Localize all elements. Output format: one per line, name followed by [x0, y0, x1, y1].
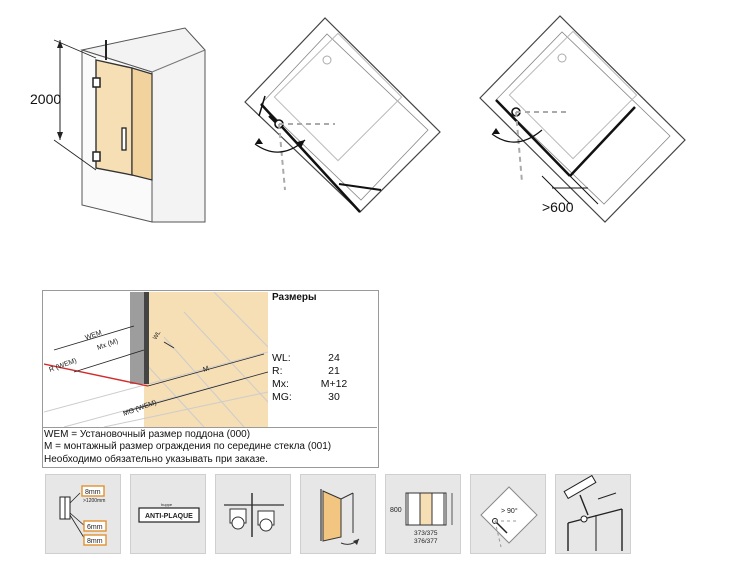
inset-divider — [42, 427, 377, 428]
svg-text:> 90°: > 90° — [501, 507, 518, 515]
dim-row-mg: MG:30 — [272, 391, 340, 403]
glass-thickness-icon: 8mm >1200mm 6mm 8mm — [45, 474, 121, 554]
svg-text:>1200mm: >1200mm — [83, 498, 105, 504]
height-label: 2000 — [30, 91, 61, 107]
note-required: Необходимо обязательно указывать при зак… — [44, 453, 268, 465]
door-swing-icon — [300, 474, 376, 554]
svg-text:373/375: 373/375 — [414, 530, 438, 537]
mx-m-label: Mx (M) — [96, 338, 119, 352]
wl-label: WL — [153, 330, 163, 341]
dimensions-title: Размеры — [272, 292, 317, 303]
notes: WEM = Установочный размер поддона (000) … — [44, 429, 377, 466]
svg-text:376/377: 376/377 — [414, 538, 438, 545]
r-wem-label: R (WEM) — [48, 357, 77, 373]
svg-text:huppe: huppe — [161, 502, 173, 507]
width-label: >600 — [542, 199, 574, 215]
note-wem: WEM = Установочный размер поддона (000) — [44, 429, 251, 440]
profile-dimensions-icon: 800 373/375 376/377 — [385, 474, 461, 554]
svg-text:8mm: 8mm — [87, 538, 103, 545]
dim-row-wl: WL:24 — [272, 352, 340, 364]
dimensions-table: WL:24 R:21 Mx:M+12 MG:30 — [272, 352, 356, 404]
opening-angle-icon: > 90° — [470, 474, 546, 554]
svg-text:800: 800 — [390, 507, 402, 514]
note-m: M = монтажный размер ограждения по серед… — [44, 441, 332, 453]
dimensions-inset-diagram: WEM R (WEM) Mx (M) WL M MG (WEM) — [43, 291, 269, 428]
svg-text:ANTI-PLAQUE: ANTI-PLAQUE — [145, 513, 193, 520]
anti-plaque-icon: huppe ANTI-PLAQUE — [130, 474, 206, 554]
svg-text:8mm: 8mm — [85, 489, 101, 496]
top-view-diagram-1 — [235, 12, 450, 227]
dim-row-r: R:21 — [272, 365, 340, 377]
wem-label: WEM — [84, 329, 103, 341]
mounting-icon — [555, 474, 631, 554]
svg-text:6mm: 6mm — [87, 524, 103, 531]
top-view-diagram-2: >600 — [470, 12, 695, 227]
dim-row-mx: Mx:M+12 — [272, 378, 348, 390]
m-label: M — [202, 365, 210, 374]
enclosure-3d-diagram: 2000 — [30, 10, 220, 225]
hinge-detail-icon — [215, 474, 291, 554]
